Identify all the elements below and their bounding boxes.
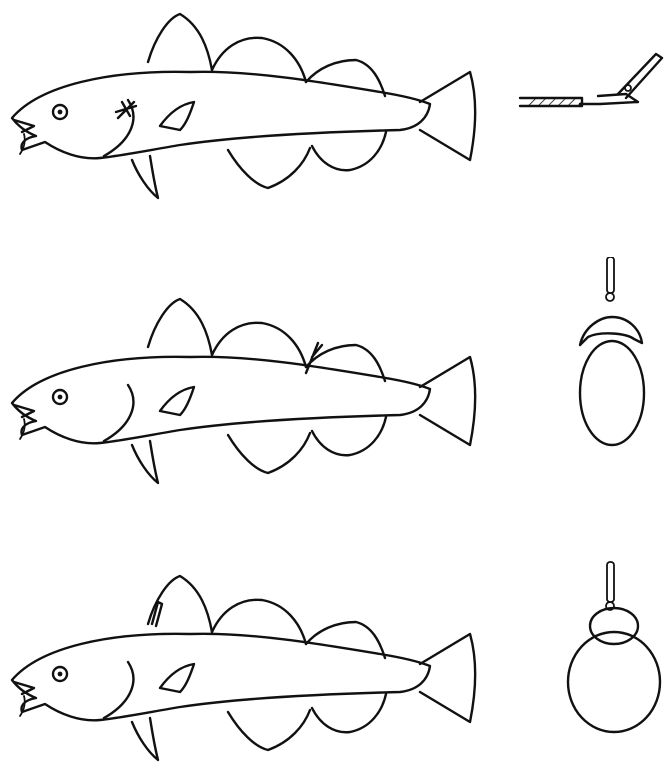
pectoral-fin xyxy=(160,102,194,130)
tagging-panel-1 xyxy=(0,0,664,257)
needle-applicator-detail xyxy=(520,54,662,106)
fish-pupil xyxy=(58,110,63,115)
cod-fish-1 xyxy=(12,14,475,198)
first-anal-fin xyxy=(228,148,310,188)
mouth-line xyxy=(14,120,34,132)
tagging-panel-2 xyxy=(0,257,664,514)
panel-2-drawing xyxy=(0,257,664,514)
round-disc-tag-detail xyxy=(568,562,660,732)
tagging-panel-3 xyxy=(0,514,664,771)
tail-fin xyxy=(420,72,475,160)
second-anal-fin xyxy=(312,132,386,170)
cod-fish-3 xyxy=(12,576,475,760)
oval-disc-tag-detail xyxy=(580,257,644,445)
first-dorsal-fin xyxy=(148,14,212,70)
cod-fish-2 xyxy=(12,299,475,483)
panel-3-drawing xyxy=(0,514,664,771)
fish-body-outline xyxy=(12,72,430,159)
panel-1-drawing xyxy=(0,0,664,257)
tag-at-first-dorsal-fin xyxy=(152,602,162,626)
pelvic-fin xyxy=(132,156,158,198)
